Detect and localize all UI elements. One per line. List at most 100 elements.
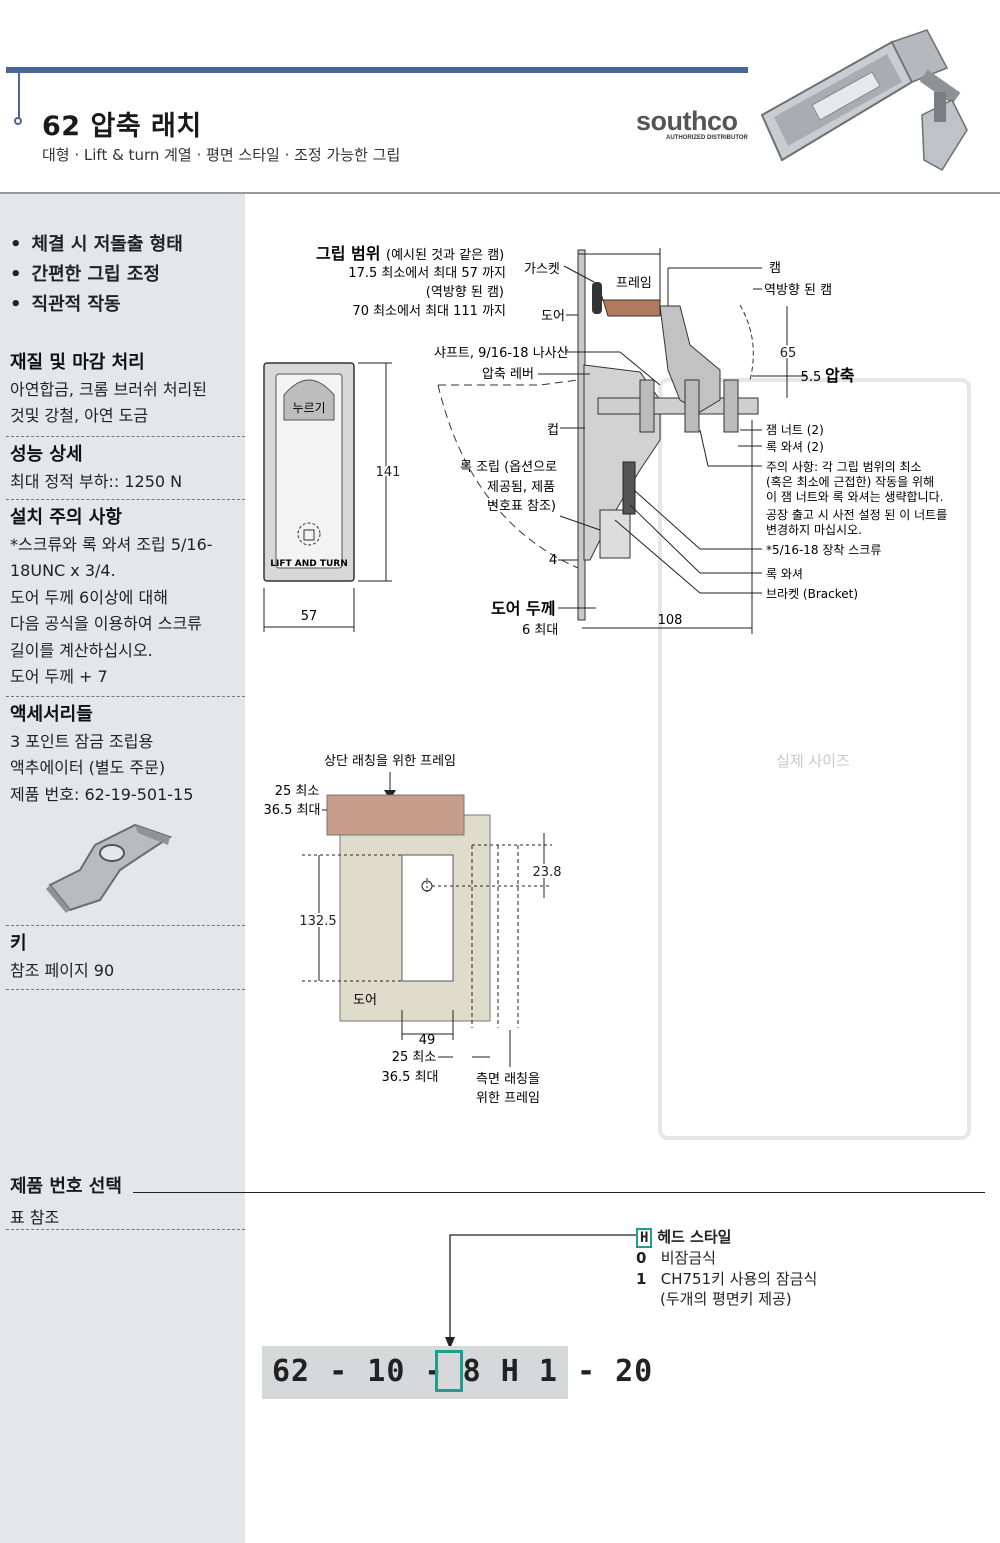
grip-range-3: 70 최소에서 최대 111 까지 bbox=[352, 304, 506, 319]
header-accent-line bbox=[18, 73, 20, 119]
header-accent-dot bbox=[14, 117, 22, 125]
cutout-hole bbox=[401, 854, 454, 982]
material-line: 아연합금, 크롬 브러쉬 처리된 bbox=[10, 379, 207, 399]
accessories-heading: 액세서리들 bbox=[10, 704, 93, 725]
part-number-bar bbox=[262, 1346, 568, 1399]
performance-section: 성능 상세 최대 정적 부하:: 1250 N bbox=[10, 442, 182, 495]
shaft-label: 샤프트, 9/16-18 나사산 bbox=[434, 346, 569, 361]
lock-washer-label: 록 와셔 bbox=[766, 567, 803, 581]
accessory-bracket-image bbox=[46, 823, 173, 913]
key-heading: 키 bbox=[10, 933, 27, 954]
install-line: 다음 공식을 이용하여 스크류 bbox=[10, 614, 202, 633]
head-style-row: H 헤드 스타일 bbox=[636, 1226, 731, 1248]
actual-size-outline bbox=[658, 378, 971, 1140]
lever-label: 압축 레버 bbox=[482, 367, 534, 382]
lock-assy-line: 번호표 참조) bbox=[487, 499, 556, 514]
material-heading: 재질 및 마감 처리 bbox=[10, 352, 145, 373]
reversed-cam-label: 역방향 된 캠 bbox=[764, 283, 832, 298]
door-label: 도어 bbox=[541, 309, 565, 324]
material-line: 것및 강철, 아연 도금 bbox=[10, 406, 149, 425]
head-style-title: 헤드 스타일 bbox=[657, 1228, 732, 1246]
grip-range-label: 그립 범위 bbox=[316, 244, 380, 263]
cup-label: 컵 bbox=[547, 423, 559, 438]
southco-logo: southco bbox=[636, 106, 738, 136]
page-subtitle: 대형 · Lift & turn 계열 · 평면 스타일 · 조정 가능한 그립 bbox=[42, 146, 401, 164]
side-frame-label-2: 위한 프레임 bbox=[476, 1091, 540, 1106]
part-number-head: H bbox=[500, 1354, 520, 1389]
note-line: 공장 출고 시 사전 설정 된 이 너트를 bbox=[766, 508, 947, 522]
option-text: CH751키 사용의 잠금식 bbox=[660, 1270, 818, 1288]
part-number-prefix: 62 - 10 - 8 bbox=[272, 1354, 501, 1389]
frame-plate bbox=[599, 289, 661, 317]
dim-65: 65 bbox=[780, 346, 797, 361]
note-line: 이 잼 너트와 록 와셔는 생략합니다. bbox=[766, 490, 943, 504]
selection-title: 제품 번호 선택 bbox=[10, 1176, 122, 1197]
mounting-screw bbox=[622, 461, 636, 515]
part-number: 62 - 10 - 8 H 1 - 20 bbox=[272, 1354, 653, 1389]
option-1-note: (두개의 평면키 제공) bbox=[660, 1290, 792, 1308]
section-divider bbox=[6, 696, 245, 697]
option-code: 0 bbox=[636, 1249, 647, 1267]
lock-assy-line: 록 조립 (옵션으로 bbox=[460, 460, 557, 475]
material-section: 재질 및 마감 처리 아연합금, 크롬 브러쉬 처리된 것및 강철, 아연 도금 bbox=[10, 350, 207, 430]
feature-item: 체결 시 저돌출 형태 bbox=[10, 230, 183, 260]
note-line: (혹은 최소에 근접한) 작동을 위해 bbox=[766, 475, 934, 489]
accessories-line: 3 포인트 잠금 조립용 bbox=[10, 731, 154, 751]
lever-swing-arc bbox=[437, 384, 579, 569]
bracket-label: 브라켓 (Bracket) bbox=[766, 587, 858, 601]
page-title: 62 압축 래치 bbox=[42, 111, 202, 142]
performance-line: 최대 정적 부하:: 1250 N bbox=[10, 471, 183, 491]
dim-4: 4 bbox=[549, 553, 557, 568]
side-frame-label-1: 측면 래칭을 bbox=[476, 1072, 540, 1087]
door-cutout-label: 도어 bbox=[353, 993, 377, 1008]
lift-turn-label: LIFT AND TURN bbox=[270, 559, 348, 569]
lock-washer-2-label: 록 와셔 (2) bbox=[766, 440, 824, 454]
max-36-5-b: 36.5 최대 bbox=[382, 1070, 439, 1085]
install-line: *스크류와 록 와셔 조립 5/16- bbox=[10, 534, 213, 554]
dim-5-5: 5.5 bbox=[801, 370, 822, 385]
door-thickness-max: 6 최대 bbox=[522, 623, 558, 638]
install-line: 길이를 계산하십시오. bbox=[10, 640, 153, 660]
section-divider bbox=[6, 1229, 245, 1230]
accessories-line: 제품 번호: 62-19-501-15 bbox=[10, 784, 194, 804]
option-code: 1 bbox=[636, 1270, 647, 1288]
dim-108: 108 bbox=[658, 613, 683, 628]
install-section: 설치 주의 사항 *스크류와 록 와셔 조립 5/16- 18UNC x 3/4… bbox=[10, 505, 213, 691]
section-divider bbox=[6, 925, 245, 926]
note-line: 변경하지 마십시오. bbox=[766, 523, 862, 537]
install-line: 도어 두께 + 7 bbox=[10, 667, 108, 686]
top-frame-bar bbox=[326, 794, 465, 836]
reversed-cam-outline bbox=[739, 304, 754, 381]
section-divider bbox=[6, 989, 245, 990]
grip-range-note: (예시된 것과 같은 캠) bbox=[386, 248, 504, 263]
section-divider bbox=[6, 499, 245, 500]
shaft bbox=[597, 397, 759, 415]
max-36-5-a: 36.5 최대 bbox=[264, 803, 321, 818]
dim-57: 57 bbox=[301, 609, 318, 624]
option-1: 1 CH751키 사용의 잠금식 bbox=[636, 1268, 817, 1289]
actual-size-label: 실제 사이즈 bbox=[776, 752, 850, 770]
cam-label: 캠 bbox=[769, 261, 781, 276]
section-divider bbox=[6, 436, 245, 437]
grip-range-2: (역방향 된 캠) bbox=[426, 285, 504, 300]
performance-heading: 성능 상세 bbox=[10, 444, 83, 465]
dim-141: 141 bbox=[376, 465, 401, 480]
lock-assy-line: 제공됨, 제품 bbox=[487, 480, 555, 495]
option-0: 0 비잠금식 bbox=[636, 1247, 716, 1268]
gasket-label: 가스켓 bbox=[524, 262, 560, 277]
gasket bbox=[592, 282, 602, 314]
latch-dimension-diagram: 실제 사이즈 누르기 LIFT AND TURN 141 57 65 5.5 압… bbox=[263, 244, 971, 1140]
dim-49: 49 bbox=[419, 1033, 436, 1048]
grip-range-1: 17.5 최소에서 최대 57 까지 bbox=[348, 266, 506, 281]
min-25-b: 25 최소 bbox=[392, 1050, 437, 1065]
part-number-suffix: 1 - 20 bbox=[519, 1354, 654, 1389]
door-thickness-label: 도어 두께 bbox=[491, 599, 555, 618]
head-style-code: H bbox=[636, 1228, 653, 1248]
note-line: 주의 사항: 각 그립 범위의 최소 bbox=[766, 460, 922, 474]
feature-item: 직관적 작동 bbox=[10, 290, 183, 320]
dim-23-8: 23.8 bbox=[533, 865, 562, 880]
selection-rule bbox=[133, 1192, 985, 1193]
feature-item: 간편한 그립 조정 bbox=[10, 260, 183, 290]
jam-nut bbox=[684, 379, 700, 433]
selection-connector bbox=[445, 1234, 636, 1349]
